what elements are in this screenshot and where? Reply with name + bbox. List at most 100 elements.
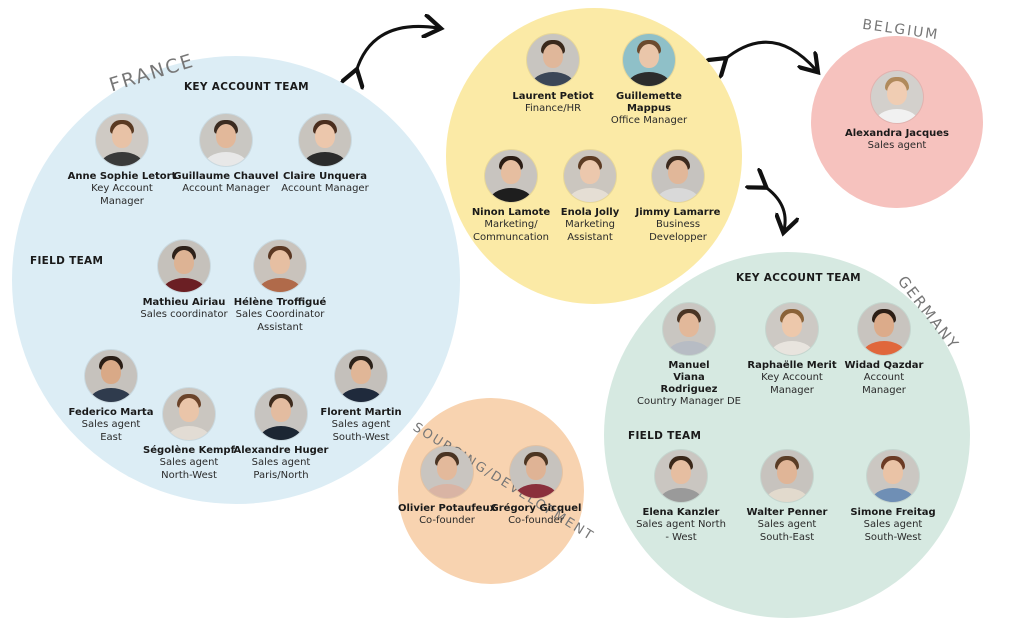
person-role: Marketing Assistant: [565, 219, 615, 243]
person-name: Enola Jolly: [560, 207, 620, 218]
person-name: Elena Kanzler: [642, 507, 720, 518]
person-photo-icon: [96, 114, 148, 166]
person-role: Account Manager: [281, 183, 369, 194]
person-card: Raphaëlle Merit Key Account Manager: [737, 303, 847, 397]
person-role: Co-founder: [419, 515, 475, 526]
person-card: Walter Penner Sales agent South-East: [732, 450, 842, 544]
person-role: Key Account Manager: [761, 372, 823, 396]
arrow-central-belgium: [724, 40, 816, 70]
person-name: Ninon Lamote: [471, 207, 551, 218]
person-role: Account Manager: [862, 372, 906, 396]
person-card: Guillemette Mappus Office Manager: [594, 34, 704, 128]
person-name: Raphaëlle Merit: [747, 360, 837, 371]
person-role: Sales agent Paris/North: [251, 457, 311, 481]
person-role: Account Manager: [182, 183, 270, 194]
person-role: Sales agent North-West: [159, 457, 219, 481]
person-photo-icon: [335, 350, 387, 402]
person-name: Manuel Viana Rodriguez: [660, 360, 718, 395]
person-name: Grégory Gicquel: [490, 503, 582, 514]
person-role: Sales agent North - West: [636, 519, 726, 543]
person-photo-icon: [858, 303, 910, 355]
person-role: Finance/HR: [524, 103, 582, 114]
person-name: Federico Marta: [68, 407, 154, 418]
person-role: Business Developper: [649, 219, 707, 243]
person-card: Manuel Viana Rodriguez Country Manager D…: [634, 303, 744, 409]
person-photo-icon: [485, 150, 537, 202]
person-photo-icon: [158, 240, 210, 292]
person-role: Marketing/ Communcation: [472, 219, 550, 243]
person-photo-icon: [871, 71, 923, 123]
person-role: Sales agent South-East: [757, 519, 817, 543]
person-card: Hélène Troffigué Sales Coordinator Assis…: [225, 240, 335, 334]
person-photo-icon: [652, 150, 704, 202]
person-card: Simone Freitag Sales agent South-West: [838, 450, 948, 544]
person-name: Olivier Potaufeux: [397, 503, 497, 514]
person-name: Simone Freitag: [850, 507, 936, 518]
person-card: Ségolène Kempf Sales agent North-West: [134, 388, 244, 482]
person-photo-icon: [663, 303, 715, 355]
person-name: Florent Martin: [320, 407, 402, 418]
person-role: Sales agent South-West: [863, 519, 923, 543]
person-photo-icon: [766, 303, 818, 355]
arrow-france-central: [356, 26, 438, 72]
person-photo-icon: [527, 34, 579, 86]
person-card: Anne Sophie Letort Key Account Manager: [67, 114, 177, 208]
person-name: Ségolène Kempf: [143, 445, 235, 456]
person-card: Jimmy Lamarre Business Developper: [623, 150, 733, 244]
person-role: Sales agent: [867, 140, 927, 151]
arrow-central-germany: [764, 186, 785, 230]
person-photo-icon: [299, 114, 351, 166]
person-name: Anne Sophie Letort: [67, 171, 177, 182]
person-photo-icon: [255, 388, 307, 440]
person-card: Enola Jolly Marketing Assistant: [535, 150, 645, 244]
person-photo-icon: [421, 446, 473, 498]
person-card: Grégory Gicquel Co-founder: [481, 446, 591, 528]
person-name: Jimmy Lamarre: [635, 207, 721, 218]
france-key-account-heading: KEY ACCOUNT TEAM: [184, 81, 309, 93]
person-name: Claire Unquera: [282, 171, 368, 182]
france-field-heading: FIELD TEAM: [30, 255, 104, 267]
person-card: Olivier Potaufeux Co-founder: [392, 446, 502, 528]
person-card: Federico Marta Sales agent East: [56, 350, 166, 444]
person-name: Widad Qazdar: [844, 360, 924, 371]
person-name: Walter Penner: [746, 507, 828, 518]
person-role: Key Account Manager: [91, 183, 153, 207]
person-card: Mathieu Airiau Sales coordinator: [129, 240, 239, 322]
person-card: Guillaume Chauvel Account Manager: [171, 114, 281, 196]
person-role: Country Manager DE: [637, 396, 741, 407]
person-name: Alexandre Huger: [233, 445, 329, 456]
person-card: Ninon Lamote Marketing/ Communcation: [456, 150, 566, 244]
person-card: Claire Unquera Account Manager: [270, 114, 380, 196]
person-photo-icon: [510, 446, 562, 498]
germany-field-heading: FIELD TEAM: [628, 430, 702, 442]
person-photo-icon: [254, 240, 306, 292]
person-name: Laurent Petiot: [512, 91, 594, 102]
person-photo-icon: [623, 34, 675, 86]
person-role: Sales agent East: [81, 419, 141, 443]
person-name: Guillaume Chauvel: [173, 171, 279, 182]
person-role: Sales Coordinator Assistant: [235, 309, 325, 333]
person-photo-icon: [85, 350, 137, 402]
person-name: Guillemette Mappus: [616, 91, 682, 114]
person-photo-icon: [200, 114, 252, 166]
person-photo-icon: [761, 450, 813, 502]
person-name: Mathieu Airiau: [142, 297, 226, 308]
person-name: Hélène Troffigué: [233, 297, 327, 308]
person-photo-icon: [655, 450, 707, 502]
person-card: Alexandre Huger Sales agent Paris/North: [226, 388, 336, 482]
person-role: Office Manager: [610, 115, 688, 126]
germany-key-account-heading: KEY ACCOUNT TEAM: [736, 272, 861, 284]
person-photo-icon: [867, 450, 919, 502]
person-card: Alexandra Jacques Sales agent: [842, 71, 952, 153]
person-role: Sales coordinator: [140, 309, 228, 320]
person-role: Sales agent South-West: [331, 419, 391, 443]
person-role: Co-founder: [508, 515, 564, 526]
person-name: Alexandra Jacques: [845, 128, 949, 139]
person-photo-icon: [564, 150, 616, 202]
person-card: Florent Martin Sales agent South-West: [306, 350, 416, 444]
person-card: Widad Qazdar Account Manager: [829, 303, 939, 397]
person-card: Laurent Petiot Finance/HR: [498, 34, 608, 116]
person-card: Elena Kanzler Sales agent North - West: [626, 450, 736, 544]
person-photo-icon: [163, 388, 215, 440]
